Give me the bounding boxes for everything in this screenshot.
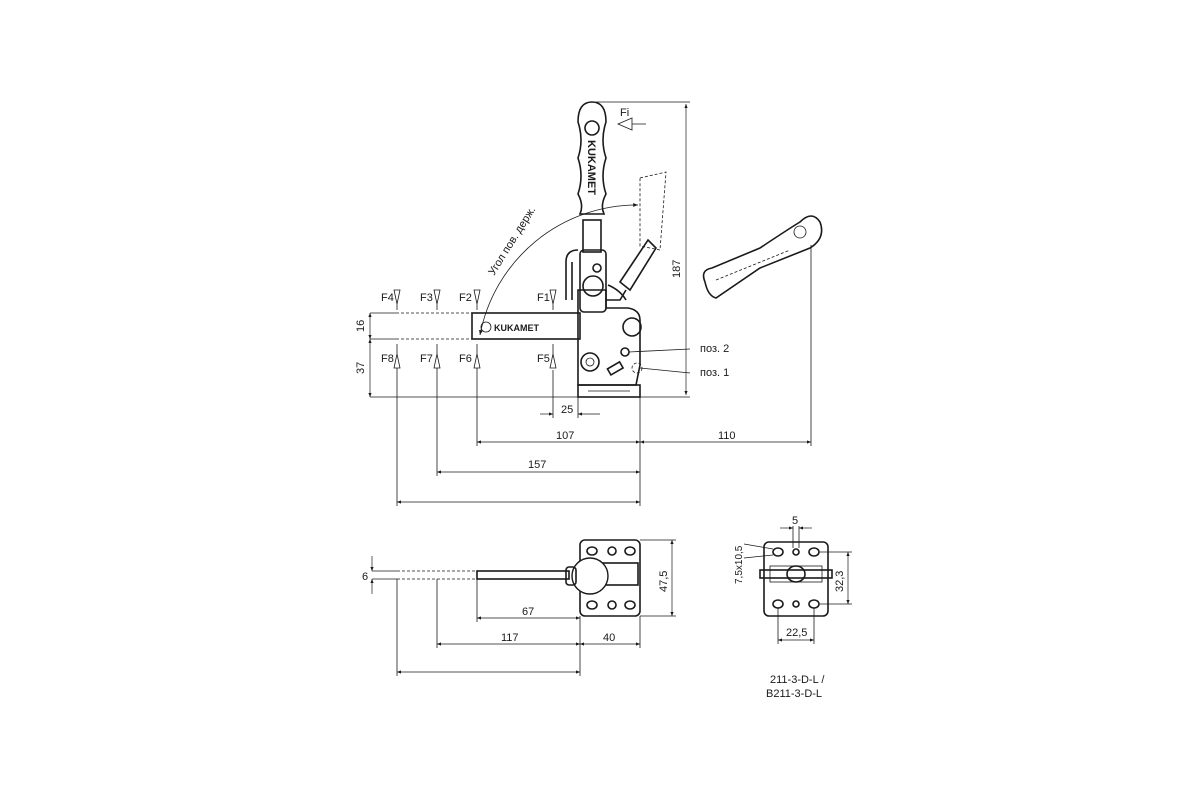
handle-grip bbox=[577, 101, 607, 215]
force-F5: F5 bbox=[537, 353, 550, 365]
force-F1: F1 bbox=[537, 292, 550, 304]
force-markers-top: F4 F3 F2 F1 bbox=[381, 289, 557, 310]
plan-view: 6 47,5 67 117 40 bbox=[362, 539, 676, 676]
dim-110: 110 bbox=[718, 430, 736, 442]
model-line-2: B211-3-D-L bbox=[766, 688, 822, 700]
force-F2: F2 bbox=[459, 292, 472, 304]
force-F6: F6 bbox=[459, 353, 472, 365]
dim-32-3: 32,3 bbox=[834, 571, 846, 592]
force-Fi: Fi bbox=[620, 107, 629, 119]
force-F3: F3 bbox=[420, 292, 433, 304]
model-line-1: 211-3-D-L / bbox=[770, 674, 825, 686]
dim-25: 25 bbox=[561, 404, 573, 416]
arm-brand-text: KUKAMET bbox=[494, 323, 539, 333]
side-view: KUKAMET Угол пов. держ. KUKAMET F4 F3 F2 bbox=[355, 101, 823, 506]
pos2-label: поз. 2 bbox=[700, 343, 729, 355]
dim-40: 40 bbox=[603, 632, 615, 644]
force-F4: F4 bbox=[381, 292, 394, 304]
angle-label: Угол пов. держ. bbox=[486, 204, 538, 277]
dim-5: 5 bbox=[792, 515, 798, 527]
dim-157: 157 bbox=[528, 459, 546, 471]
dim-117: 117 bbox=[501, 632, 519, 644]
dim-22-5: 22,5 bbox=[786, 627, 807, 639]
angle-arc bbox=[479, 203, 639, 336]
handle-brand-text: KUKAMET bbox=[585, 140, 597, 195]
dim-6: 6 bbox=[362, 571, 368, 583]
force-F8: F8 bbox=[381, 353, 394, 365]
handle-open-dashed bbox=[618, 171, 667, 292]
dim-47-5: 47,5 bbox=[658, 571, 670, 592]
dim-187: 187 bbox=[671, 260, 683, 278]
dim-7-5x10-5: 7,5x10,5 bbox=[734, 545, 745, 584]
dim-67: 67 bbox=[522, 606, 534, 618]
pos1-label: поз. 1 bbox=[700, 367, 729, 379]
force-F7: F7 bbox=[420, 353, 433, 365]
dim-16: 16 bbox=[355, 320, 367, 332]
handle-horizontal-position bbox=[702, 215, 823, 299]
base-detail: 5 7,5x10,5 32,3 22,5 211-3-D-L / B211-3-… bbox=[734, 515, 852, 700]
force-markers-bottom: F8 F7 F6 F5 bbox=[381, 344, 557, 369]
dim-107: 107 bbox=[556, 430, 574, 442]
dim-37: 37 bbox=[355, 362, 367, 374]
